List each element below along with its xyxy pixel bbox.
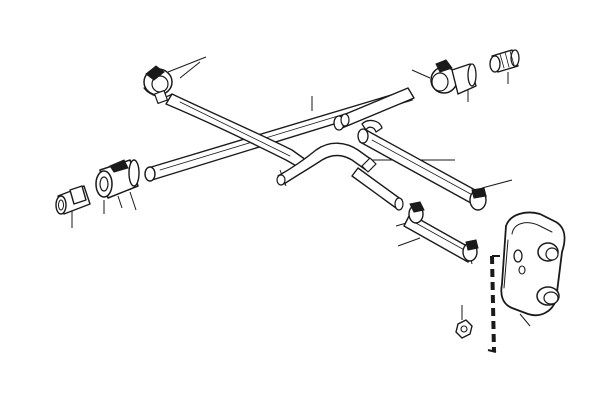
union-fitting xyxy=(489,49,520,73)
hose-lower-short xyxy=(403,213,475,263)
hose-clamp xyxy=(469,187,487,211)
leader-line xyxy=(179,61,201,79)
hose-clamp xyxy=(143,65,173,105)
leader-line xyxy=(167,56,207,73)
leader-line xyxy=(481,179,513,189)
leader-line xyxy=(411,69,431,79)
union-fitting xyxy=(55,159,140,215)
heater-valve-body xyxy=(500,211,566,317)
leader-line xyxy=(397,237,421,247)
hose-upper-right xyxy=(333,87,415,131)
hose-lower-right xyxy=(357,128,487,209)
hose-middle-long xyxy=(144,89,413,182)
leader-line xyxy=(129,191,137,211)
nut xyxy=(455,319,473,339)
hose-clamp xyxy=(430,59,477,95)
hose-clamp xyxy=(361,119,383,133)
mounting-bracket-dashed xyxy=(487,255,500,353)
leader-line xyxy=(117,195,123,209)
leader-lines xyxy=(71,56,531,327)
hose-clamp xyxy=(462,239,479,262)
hose-s-bend xyxy=(276,142,404,211)
leader-line xyxy=(519,313,531,327)
hose-clamp xyxy=(408,201,425,224)
